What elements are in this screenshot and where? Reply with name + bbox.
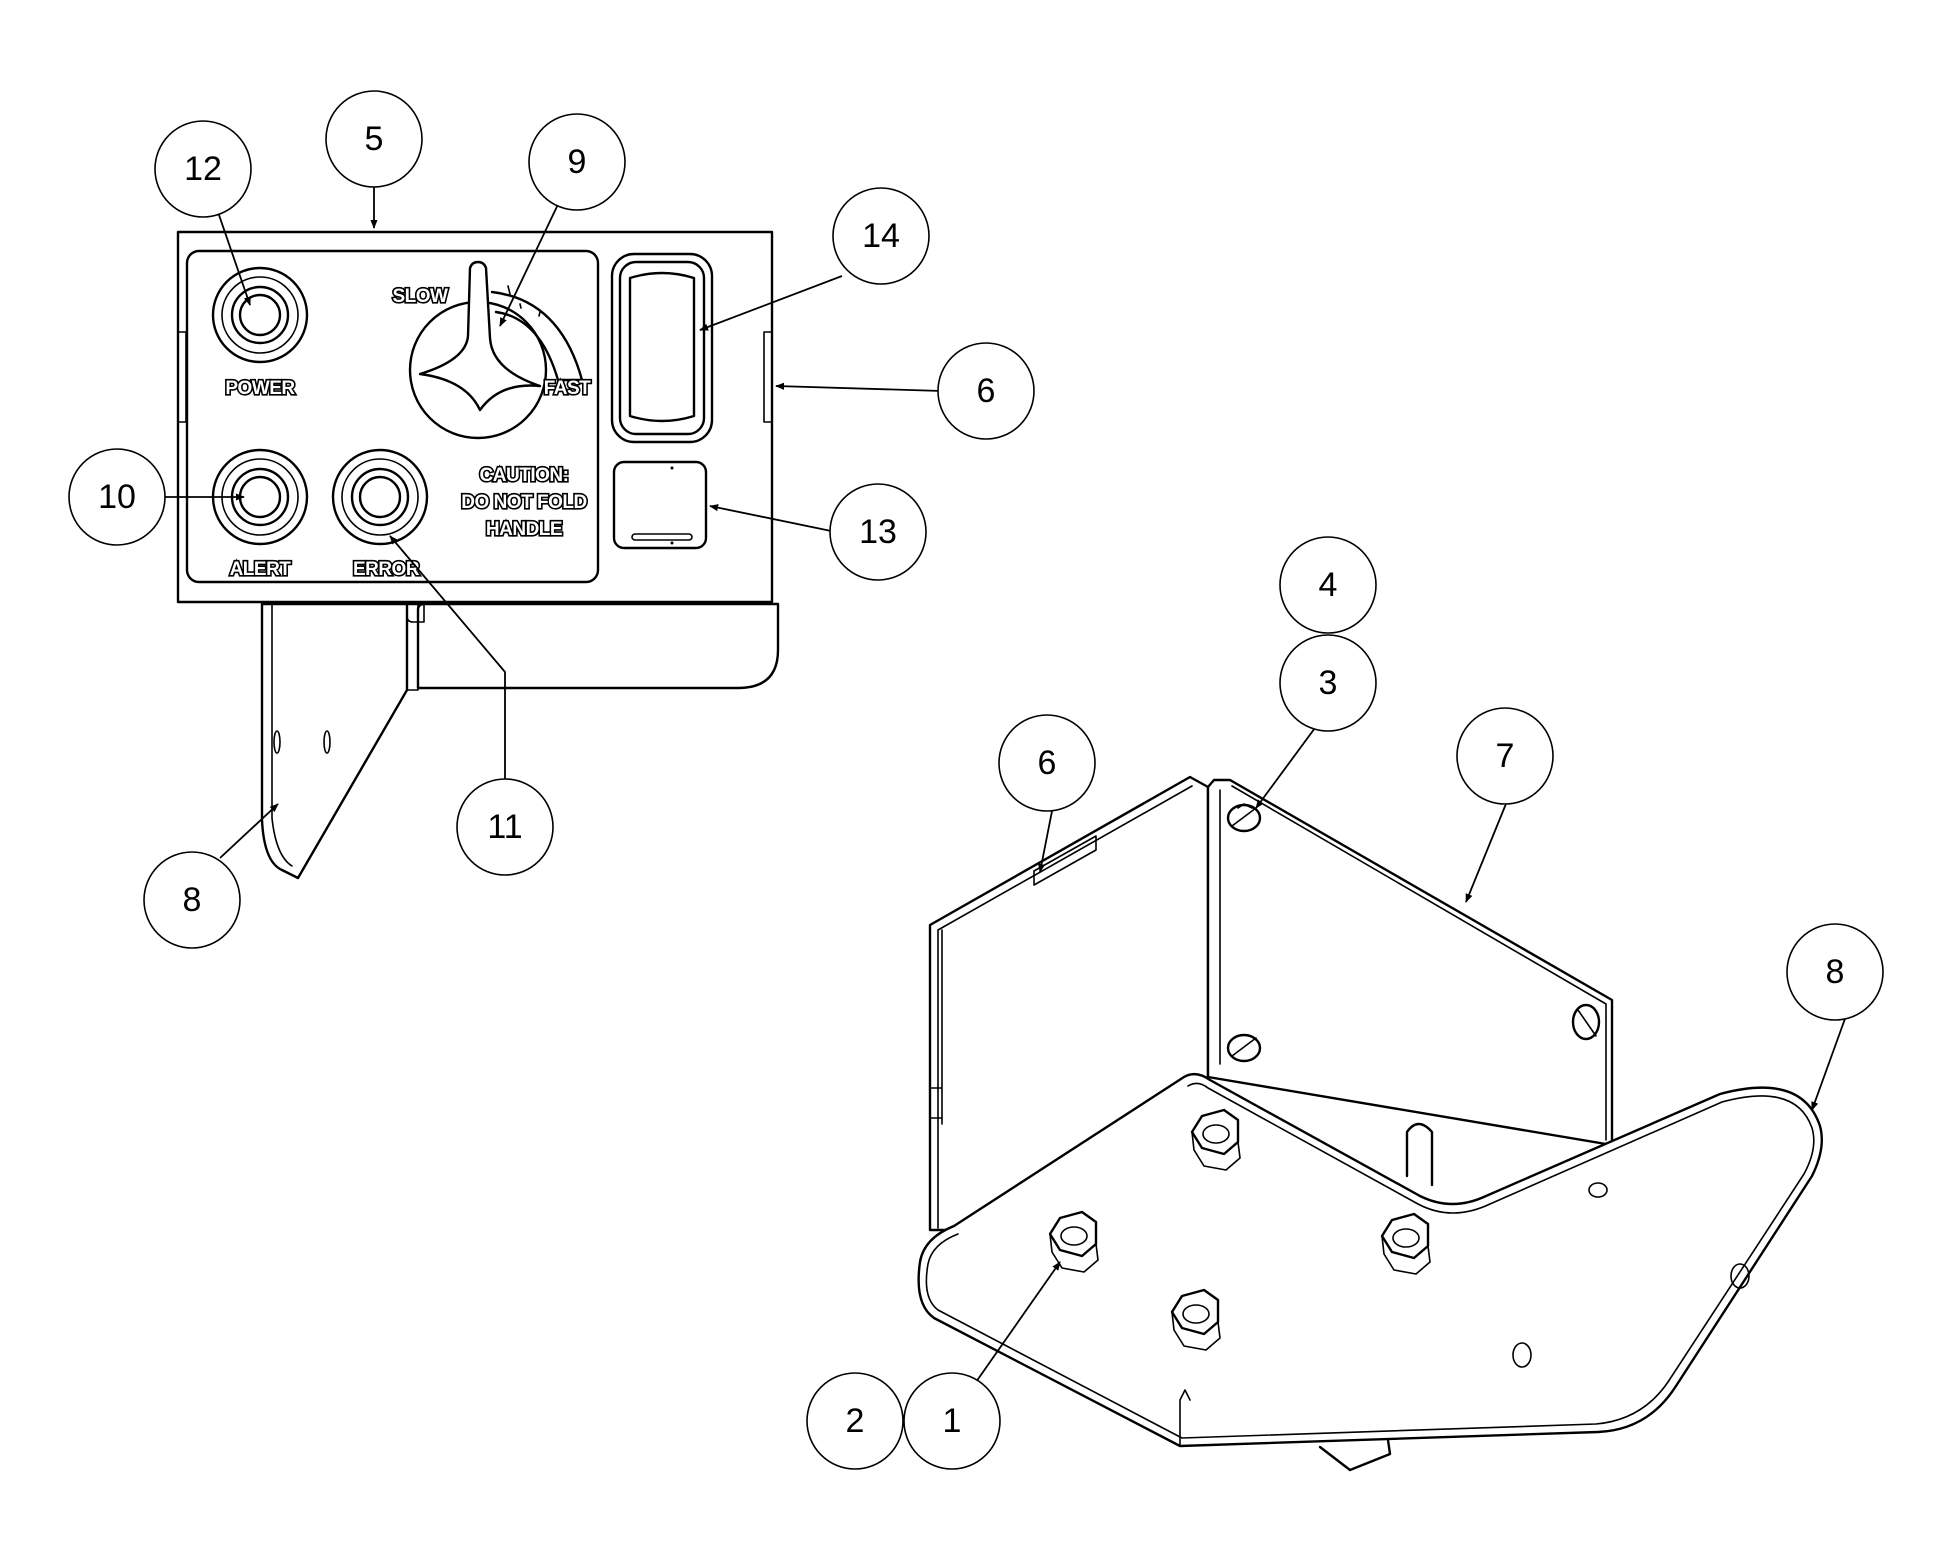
usb-port-cover [612, 460, 708, 550]
callout-5: 5 [325, 90, 423, 188]
hex-nut [1048, 1210, 1099, 1273]
slow-label: SLOW [393, 286, 449, 307]
svg-text:8: 8 [1826, 953, 1845, 991]
panel-tray [260, 602, 780, 690]
mounting-bracket [260, 602, 409, 880]
power-indicator-light [211, 266, 309, 364]
control-panel-view: POWER ALERT ERROR SLOW FAST CAUTION [176, 230, 780, 880]
enclosure-isometric-view [917, 775, 1823, 1472]
enclosure-screw [1226, 1033, 1262, 1063]
callout-2: 2 [806, 1372, 904, 1470]
speed-control-knob [408, 260, 584, 440]
callout-14: 14 [832, 187, 930, 285]
hex-nut [1190, 1108, 1241, 1171]
hex-nut [1380, 1212, 1431, 1275]
power-label: POWER [225, 378, 295, 399]
panel-decal [185, 249, 600, 584]
svg-text:9: 9 [568, 143, 587, 181]
base-hole [1512, 1342, 1532, 1368]
svg-text:7: 7 [1496, 737, 1515, 775]
svg-text:13: 13 [859, 513, 897, 551]
callout-11: 11 [456, 778, 554, 876]
svg-text:14: 14 [862, 217, 900, 255]
base-hole [1730, 1263, 1750, 1289]
callout-6-box: 6 [998, 714, 1096, 812]
enclosure-screw [1226, 803, 1262, 833]
enclosure-screw [1571, 1003, 1601, 1041]
alert-label: ALERT [230, 559, 292, 580]
callout-4: 4 [1279, 536, 1377, 634]
caution-line-2: DO NOT FOLD [461, 492, 586, 513]
callout-6-panel: 6 [937, 342, 1035, 440]
caution-line-3: HANDLE [486, 519, 562, 540]
svg-text:6: 6 [1038, 744, 1057, 782]
enclosure-base-plate [917, 1072, 1823, 1448]
callout-8-panel: 8 [143, 851, 241, 949]
error-indicator-light [331, 448, 429, 546]
svg-text:3: 3 [1319, 664, 1338, 702]
bracket-hole [323, 730, 331, 754]
callout-13: 13 [829, 483, 927, 581]
svg-text:2: 2 [846, 1402, 865, 1440]
svg-text:4: 4 [1319, 566, 1338, 604]
svg-text:11: 11 [487, 808, 522, 846]
fast-label: FAST [544, 378, 591, 399]
svg-text:1: 1 [943, 1402, 962, 1440]
callout-10: 10 [68, 448, 166, 546]
bracket-hole [273, 730, 281, 754]
svg-text:6: 6 [977, 372, 996, 410]
error-label: ERROR [353, 559, 420, 580]
svg-text:8: 8 [183, 881, 202, 919]
svg-text:12: 12 [184, 150, 222, 188]
base-hole [1588, 1182, 1608, 1198]
callout-8-box: 8 [1786, 923, 1884, 1021]
rocker-switch [610, 252, 714, 444]
callout-12: 12 [154, 120, 252, 218]
callout-9: 9 [528, 113, 626, 211]
side-tab-right [763, 331, 773, 423]
hex-nut [1170, 1288, 1221, 1351]
enclosure-right-wall [1206, 778, 1614, 1147]
callout-1: 1 [903, 1372, 1001, 1470]
caution-line-1: CAUTION: [480, 465, 569, 486]
callout-7: 7 [1456, 707, 1554, 805]
svg-text:5: 5 [365, 120, 384, 158]
callout-3: 3 [1279, 634, 1377, 732]
svg-text:10: 10 [98, 478, 136, 516]
